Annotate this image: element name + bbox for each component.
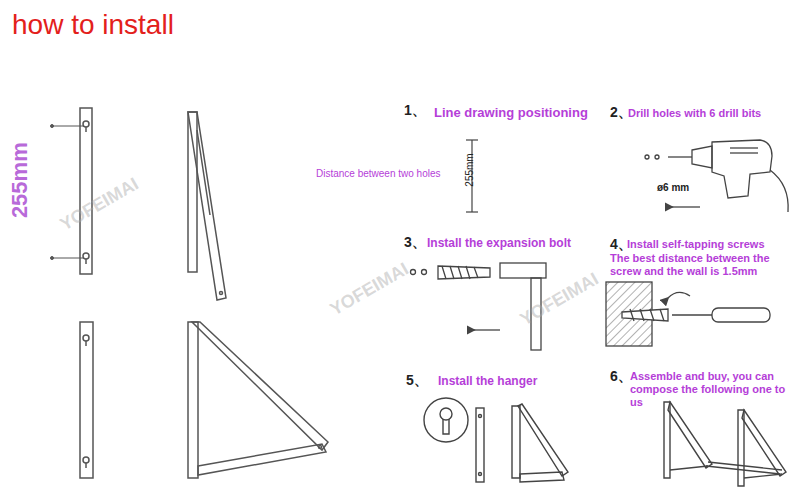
step-number: 3、 bbox=[404, 234, 426, 251]
drill-symbol bbox=[692, 146, 712, 168]
hanger bbox=[512, 406, 520, 478]
wall-bar bbox=[85, 341, 87, 346]
step-title: Drill holes with 6 drill bits bbox=[628, 107, 761, 120]
wall-bar bbox=[85, 259, 87, 264]
assembled-rack bbox=[664, 402, 670, 478]
assembled-rack bbox=[744, 474, 782, 478]
open-bracket bbox=[192, 322, 328, 450]
hanger bbox=[520, 472, 564, 482]
wall-screw bbox=[630, 309, 664, 321]
hanger bbox=[443, 419, 449, 434]
note: The best distance between the screw and … bbox=[610, 252, 794, 278]
wall-bar bbox=[80, 108, 92, 274]
dimension-line bbox=[466, 211, 478, 212]
drill-symbol bbox=[645, 155, 649, 159]
wall-bar bbox=[85, 127, 87, 132]
step-title: Assemble and buy, you can compose the fo… bbox=[630, 370, 792, 410]
wall-bar bbox=[80, 322, 93, 478]
step-title: Install self-tapping screws bbox=[627, 238, 765, 251]
drill-symbol bbox=[645, 140, 788, 212]
folded-bracket bbox=[188, 112, 226, 300]
assembled-rack bbox=[706, 466, 780, 474]
expansion-bolt bbox=[411, 270, 416, 275]
assembled-rack bbox=[708, 462, 782, 470]
dimension-line bbox=[466, 139, 478, 140]
assembled-rack bbox=[664, 402, 786, 486]
dimension: ø6 mm bbox=[657, 182, 689, 194]
page-title: how to install bbox=[12, 8, 174, 42]
wall-screw bbox=[606, 282, 770, 346]
note: Distance between two holes bbox=[316, 168, 441, 180]
watermark: YOFEIMAI bbox=[327, 259, 413, 321]
open-bracket bbox=[188, 322, 328, 478]
wall-bar bbox=[80, 322, 93, 478]
drill-symbol bbox=[672, 206, 700, 207]
wall-bar bbox=[85, 463, 87, 468]
leader-line bbox=[51, 125, 54, 128]
drill-symbol bbox=[770, 170, 788, 212]
step-title: Install the hanger bbox=[438, 374, 537, 388]
expansion-bolt bbox=[422, 270, 427, 275]
hanger bbox=[476, 408, 484, 482]
drill-symbol bbox=[712, 140, 772, 198]
wall-bar bbox=[83, 457, 89, 463]
expansion-bolt bbox=[500, 263, 546, 278]
wall-screw bbox=[712, 308, 770, 322]
leader-line bbox=[52, 258, 84, 259]
wall-screw bbox=[668, 292, 690, 298]
step-title: Line drawing positioning bbox=[434, 105, 588, 121]
drill-symbol bbox=[655, 155, 659, 159]
open-bracket bbox=[188, 322, 198, 478]
assembled-rack bbox=[738, 410, 744, 486]
dimension: 255mm bbox=[7, 142, 33, 218]
step-number: 1、 bbox=[404, 102, 426, 119]
leader-line bbox=[52, 126, 84, 127]
step-number: 6、 bbox=[610, 368, 632, 385]
step-title: Install the expansion bolt bbox=[427, 236, 571, 250]
assembled-rack bbox=[668, 402, 712, 468]
hanger bbox=[424, 398, 468, 442]
folded-bracket bbox=[197, 130, 210, 215]
leader-line bbox=[51, 125, 85, 260]
hanger bbox=[440, 408, 452, 420]
hanger bbox=[424, 398, 568, 482]
folded-bracket bbox=[220, 292, 223, 295]
wall-screw bbox=[672, 314, 712, 315]
open-bracket bbox=[198, 444, 326, 475]
folded-bracket bbox=[188, 112, 226, 300]
hanger bbox=[479, 415, 482, 418]
folded-bracket bbox=[188, 112, 197, 272]
wall-screw bbox=[622, 309, 668, 321]
leader-line bbox=[51, 257, 54, 260]
step-number: 5、 bbox=[406, 372, 428, 389]
drill-symbol bbox=[668, 156, 692, 157]
dimension: 255mm bbox=[464, 153, 476, 186]
expansion-bolt bbox=[442, 266, 478, 279]
hanger bbox=[518, 404, 568, 476]
wall-bar bbox=[80, 108, 92, 274]
open-bracket bbox=[319, 446, 322, 449]
expansion-bolt bbox=[438, 266, 490, 279]
watermark: YOFEIMAI bbox=[57, 174, 143, 236]
expansion-bolt bbox=[474, 329, 500, 330]
wall-bar bbox=[83, 335, 89, 341]
drill-symbol bbox=[730, 147, 758, 148]
assembled-rack bbox=[670, 466, 708, 470]
hanger bbox=[479, 473, 482, 476]
drill-symbol bbox=[730, 152, 758, 153]
